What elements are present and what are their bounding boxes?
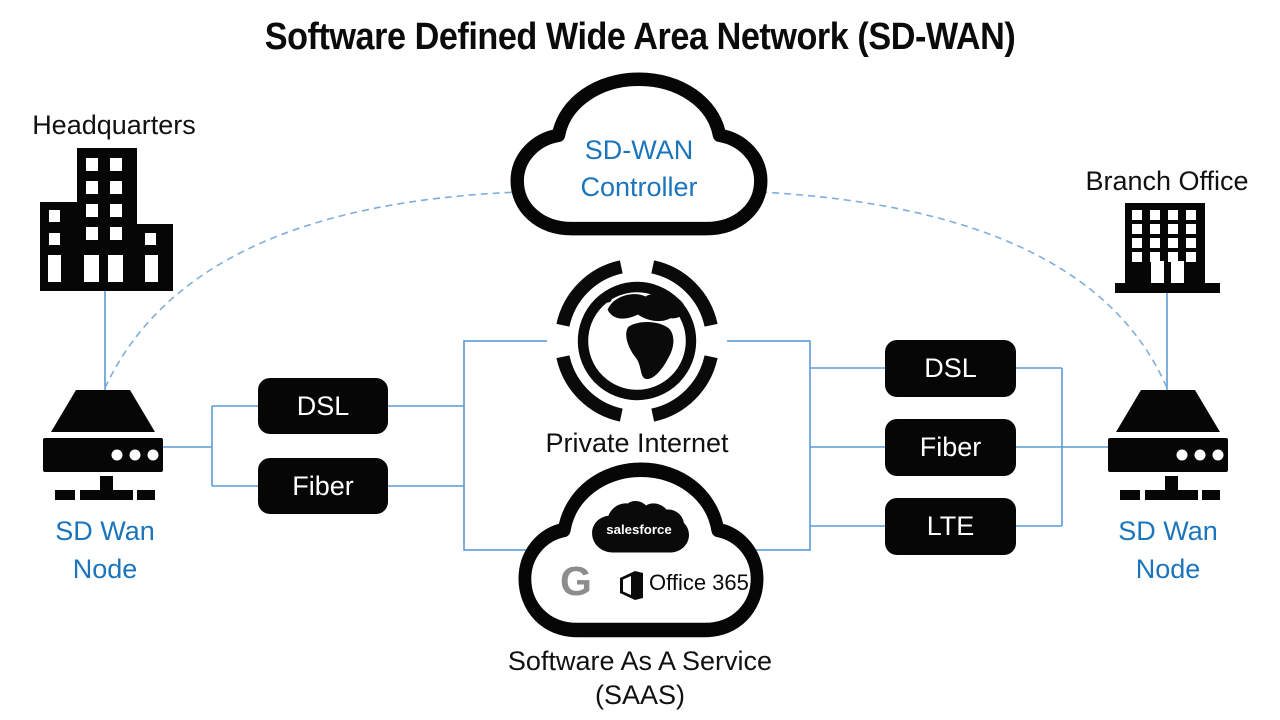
- private-internet-label: Private Internet: [545, 428, 729, 458]
- controller-label-line1: SD-WAN: [584, 135, 694, 165]
- internet-globe-icon: [547, 250, 727, 432]
- branch-building-icon: [1115, 203, 1220, 293]
- left-sdwan-node-icon: [43, 390, 163, 500]
- left-dsl-box: DSL: [258, 378, 388, 434]
- left-fiber-box: Fiber: [258, 458, 388, 514]
- controller-dashed-link-right: [759, 191, 1168, 389]
- saas-label-line1: Software As A Service: [507, 646, 773, 676]
- saas-logos: salesforce G Office 365: [518, 462, 764, 640]
- branch-office-label: Branch Office: [1085, 166, 1249, 196]
- right-dsl-box: DSL: [885, 340, 1016, 397]
- right-node-label-line2: Node: [1135, 554, 1201, 584]
- left-node-label-line2: Node: [72, 554, 138, 584]
- saas-label-line2: (SAAS): [594, 680, 686, 710]
- controller-label-line2: Controller: [580, 172, 698, 202]
- office-365-label: Office 365: [649, 570, 749, 595]
- headquarters-label: Headquarters: [32, 110, 196, 140]
- left-sdwan-node-label: SD Wan Node: [35, 512, 175, 588]
- right-sdwan-node-icon: [1108, 390, 1228, 500]
- right-sdwan-node-label: SD Wan Node: [1098, 512, 1238, 588]
- controller-dashed-link-left: [104, 191, 521, 389]
- controller-label: SD-WAN Controller: [510, 132, 768, 206]
- right-node-label-line1: SD Wan: [1118, 516, 1218, 546]
- left-node-label-line1: SD Wan: [55, 516, 155, 546]
- saas-label: Software As A Service (SAAS): [440, 644, 840, 712]
- svg-text:salesforce: salesforce: [606, 522, 672, 537]
- salesforce-logo-icon: salesforce: [592, 501, 689, 553]
- office-logo-icon: [620, 571, 643, 600]
- controller-cloud-icon: [510, 72, 768, 236]
- headquarters-building-icon: [40, 148, 173, 291]
- diagram-title: Software Defined Wide Area Network (SD-W…: [264, 16, 1016, 58]
- google-logo-icon: G: [560, 558, 592, 604]
- right-lte-box: LTE: [885, 498, 1016, 555]
- right-fiber-box: Fiber: [885, 419, 1016, 476]
